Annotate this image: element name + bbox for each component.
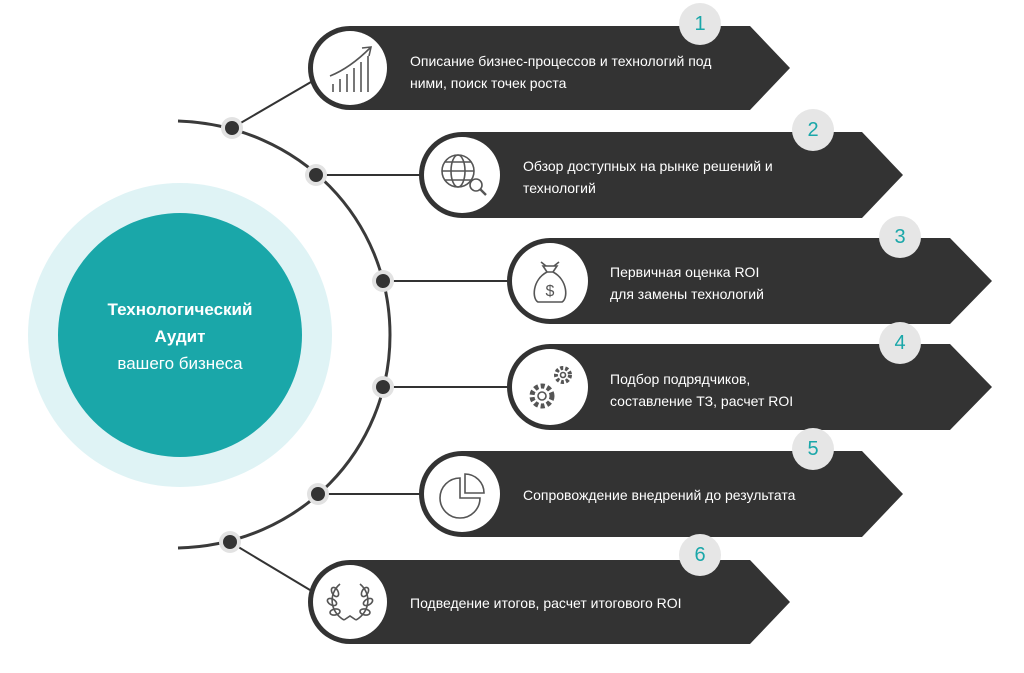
step-2-text: Обзор доступных на рынке решений и техно… <box>523 155 773 199</box>
step-2-line-2: технологий <box>523 180 596 196</box>
step-1-number: 1 <box>694 13 706 35</box>
step-4-line-1: Подбор подрядчиков, <box>610 371 751 387</box>
connector-node <box>376 380 390 394</box>
step-bar <box>507 344 992 430</box>
laurel-wreath-icon <box>326 583 374 621</box>
step-number-badge <box>879 216 921 258</box>
center-title-line-2: Аудит <box>154 327 206 346</box>
step-3-line-2: для замены технологий <box>610 286 764 302</box>
step-number-badge <box>792 109 834 151</box>
center-title: Технологический Аудит вашего бизнеса <box>60 296 300 377</box>
step-bar <box>419 451 903 537</box>
icon-circle <box>424 456 500 532</box>
svg-text:$: $ <box>546 283 555 300</box>
connector-arc <box>177 119 392 550</box>
money-bag-icon: $ <box>533 261 567 303</box>
step-3-number: 3 <box>894 226 906 248</box>
step-1-text: Описание бизнес-процессов и технологий п… <box>410 50 711 94</box>
step-4-line-2: составление ТЗ, расчет ROI <box>610 393 794 409</box>
icon-circle <box>512 243 588 319</box>
center-circle <box>58 213 302 457</box>
step-bar <box>308 26 790 110</box>
step-number-badge <box>792 428 834 470</box>
step-3-line-1: Первичная оценка ROI <box>610 264 760 280</box>
center-title-line-3: вашего бизнеса <box>117 354 243 373</box>
step-1-line-1: Описание бизнес-процессов и технологий п… <box>410 53 712 69</box>
connector-node <box>225 121 239 135</box>
gears-icon <box>529 366 572 409</box>
icon-circle <box>424 137 500 213</box>
center-title-line-1: Технологический <box>107 300 253 319</box>
step-5-number: 5 <box>807 438 819 460</box>
step-number-badge <box>879 322 921 364</box>
step-6 <box>219 531 790 644</box>
step-3-text: Первичная оценка ROI для замены технолог… <box>610 261 764 305</box>
connector-node <box>223 535 237 549</box>
step-number-badge <box>679 3 721 45</box>
connector-node <box>309 168 323 182</box>
step-5-text: Сопровождение внедрений до результата <box>523 484 795 506</box>
step-6-line-1: Подведение итогов, расчет итогового ROI <box>410 595 682 611</box>
step-5 <box>307 428 903 537</box>
connector-node <box>376 274 390 288</box>
step-2 <box>305 109 903 218</box>
step-1-line-2: ними, поиск точек роста <box>410 75 567 91</box>
step-5-line-1: Сопровождение внедрений до результата <box>523 487 796 503</box>
icon-circle <box>313 31 387 105</box>
step-6-number: 6 <box>694 544 706 566</box>
growth-chart-icon <box>329 46 373 92</box>
step-2-number: 2 <box>807 119 819 141</box>
step-bar <box>308 560 790 644</box>
icon-circle <box>313 565 387 639</box>
step-4-number: 4 <box>894 332 906 354</box>
step-3: $ <box>372 216 992 324</box>
step-1 <box>221 3 790 139</box>
step-number-badge <box>679 534 721 576</box>
step-bar <box>507 238 992 324</box>
connector-node <box>311 487 325 501</box>
step-2-line-1: Обзор доступных на рынке решений и <box>523 158 773 174</box>
step-4-text: Подбор подрядчиков, составление ТЗ, расч… <box>610 368 793 412</box>
pie-chart-icon <box>439 473 485 519</box>
step-6-text: Подведение итогов, расчет итогового ROI <box>410 592 682 614</box>
step-4 <box>372 322 992 430</box>
step-bar <box>419 132 903 218</box>
globe-search-icon <box>441 154 487 196</box>
